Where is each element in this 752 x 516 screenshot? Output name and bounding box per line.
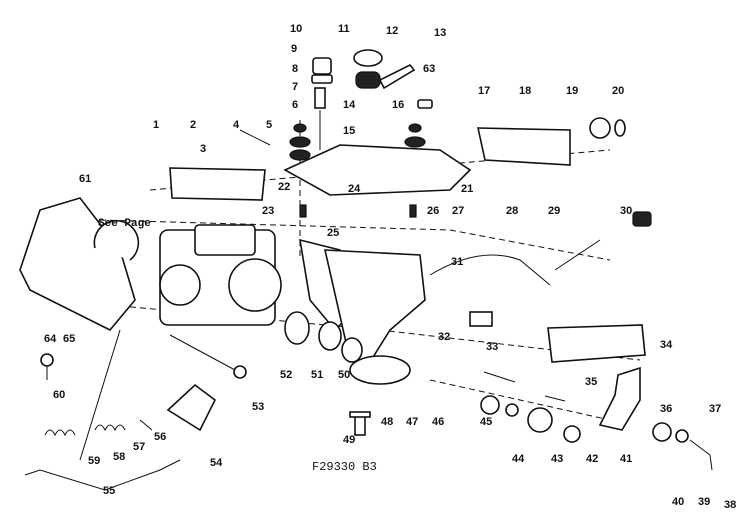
part-label-55: 55: [103, 485, 115, 497]
carriage-base: [169, 117, 626, 218]
part-label-65: 65: [63, 333, 75, 345]
part-label-21: 21: [461, 183, 473, 195]
part-label-63: 63: [423, 63, 435, 75]
part-label-37: 37: [709, 403, 721, 415]
part-label-57: 57: [133, 441, 145, 453]
part-label-40: 40: [672, 496, 684, 508]
part-label-42: 42: [586, 453, 598, 465]
part-label-10: 10: [290, 23, 302, 35]
part-label-49: 49: [343, 434, 355, 446]
right-handle: [480, 324, 713, 471]
cord-assembly: [429, 211, 652, 327]
part-label-35: 35: [585, 376, 597, 388]
part-label-50: 50: [338, 369, 350, 381]
part-label-30: 30: [620, 205, 632, 217]
part-label-1: 1: [153, 119, 159, 131]
part-label-46: 46: [432, 416, 444, 428]
part-label-43: 43: [551, 453, 563, 465]
part-label-45: 45: [480, 416, 492, 428]
guard-and-motor: [19, 197, 426, 385]
part-label-19: 19: [566, 85, 578, 97]
part-label-38: 38: [724, 499, 736, 511]
part-label-4: 4: [233, 119, 240, 131]
part-label-22: 22: [278, 181, 290, 193]
part-label-33: 33: [486, 341, 498, 353]
part-label-25: 25: [327, 227, 339, 239]
part-label-41: 41: [620, 453, 632, 465]
part-label-59: 59: [88, 455, 100, 467]
part-label-29: 29: [548, 205, 560, 217]
part-label-9: 9: [291, 43, 297, 55]
part-label-16: 16: [392, 99, 404, 111]
part-label-64: 64: [44, 333, 57, 345]
see-page-note: See Page: [98, 218, 151, 230]
part-label-17: 17: [478, 85, 490, 97]
part-label-56: 56: [154, 431, 166, 443]
part-label-44: 44: [512, 453, 525, 465]
part-label-14: 14: [343, 99, 356, 111]
part-label-53: 53: [252, 401, 264, 413]
figure-id: F29330 B3: [312, 460, 377, 474]
part-label-48: 48: [381, 416, 393, 428]
part-label-26: 26: [427, 205, 439, 217]
part-label-51: 51: [311, 369, 323, 381]
part-label-3: 3: [200, 143, 206, 155]
part-label-20: 20: [612, 85, 624, 97]
part-label-54: 54: [210, 457, 223, 469]
part-label-47: 47: [406, 416, 418, 428]
part-label-12: 12: [386, 25, 398, 37]
part-label-39: 39: [698, 496, 710, 508]
springs: [24, 329, 371, 491]
part-label-8: 8: [292, 63, 298, 75]
part-label-52: 52: [280, 369, 292, 381]
part-label-7: 7: [292, 81, 298, 93]
part-label-61: 61: [79, 173, 91, 185]
part-label-32: 32: [438, 331, 450, 343]
part-label-18: 18: [519, 85, 531, 97]
part-label-5: 5: [266, 119, 272, 131]
bearings-shaft: [166, 311, 363, 432]
part-label-34: 34: [660, 339, 673, 351]
part-label-13: 13: [434, 27, 446, 39]
part-label-23: 23: [262, 205, 274, 217]
part-label-31: 31: [451, 256, 463, 268]
part-label-58: 58: [113, 451, 125, 463]
part-label-6: 6: [292, 99, 298, 111]
part-label-2: 2: [190, 119, 196, 131]
part-label-28: 28: [506, 205, 518, 217]
part-label-15: 15: [343, 125, 355, 137]
part-label-27: 27: [452, 205, 464, 217]
part-label-60: 60: [53, 389, 65, 401]
part-label-36: 36: [660, 403, 672, 415]
part-label-11: 11: [338, 23, 350, 35]
part-label-24: 24: [348, 183, 361, 195]
